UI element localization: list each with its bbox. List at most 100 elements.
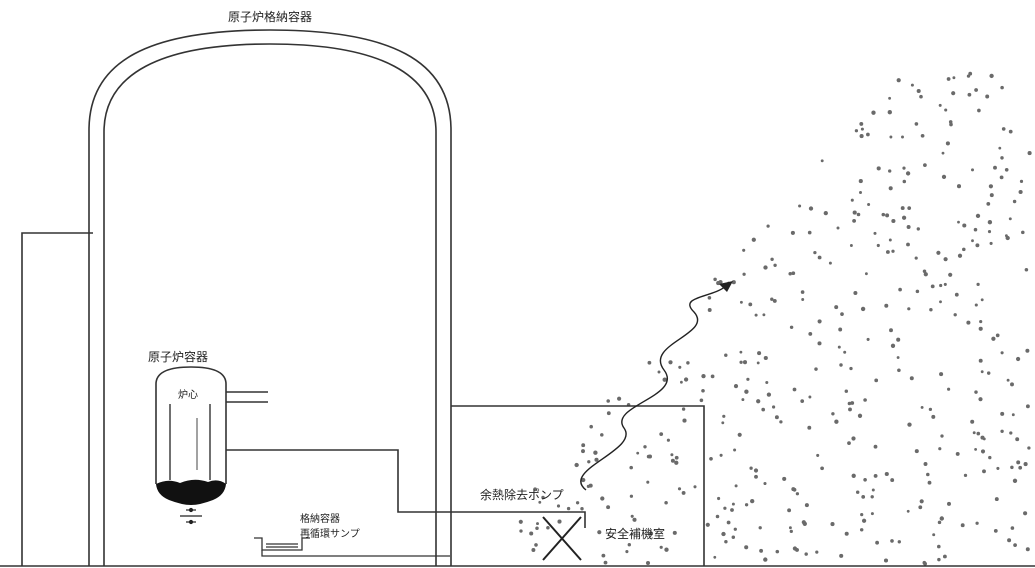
radioactive-particle <box>888 96 892 100</box>
radioactive-particle <box>834 419 839 424</box>
containment-inner-wall <box>103 43 437 566</box>
radioactive-particle <box>985 94 990 99</box>
radioactive-particle <box>763 557 768 562</box>
radioactive-particle <box>863 478 867 482</box>
residual-heat-removal-pump-label: 余熱除去ポンプ <box>480 487 564 502</box>
radioactive-particle <box>731 280 736 285</box>
radioactive-particle <box>954 292 959 297</box>
radioactive-particle <box>972 431 976 435</box>
radioactive-particle <box>916 227 920 231</box>
radioactive-particle <box>849 366 853 371</box>
radioactive-particle <box>538 500 542 504</box>
radioactive-particle <box>600 433 604 437</box>
radioactive-particle <box>1019 179 1024 183</box>
radioactive-particle <box>731 502 735 506</box>
radioactive-particle <box>852 218 857 223</box>
radioactive-particle <box>966 320 971 325</box>
radioactive-particle <box>993 529 998 533</box>
radioactive-particle <box>897 368 901 373</box>
radioactive-particle <box>907 307 911 311</box>
radioactive-particle <box>968 71 973 76</box>
radioactive-particle <box>705 522 710 527</box>
radioactive-particle <box>664 547 669 552</box>
radioactive-particle <box>724 353 728 357</box>
radioactive-particle <box>804 552 808 556</box>
radioactive-particle <box>742 272 746 276</box>
radioactive-particle <box>926 472 930 477</box>
radioactive-particle <box>970 419 975 424</box>
radioactive-particle <box>941 174 947 180</box>
radioactive-particle <box>861 518 867 523</box>
radioactive-particle <box>666 438 670 442</box>
radioactive-particle <box>801 520 806 525</box>
radioactive-particle <box>724 539 728 544</box>
reactor-vessel <box>155 366 268 525</box>
radioactive-particle <box>630 514 634 518</box>
radioactive-particle <box>994 497 999 502</box>
radioactive-particle <box>907 422 912 427</box>
radioactive-particle <box>942 554 947 559</box>
radioactive-particle <box>770 297 774 301</box>
radioactive-particle <box>726 520 731 525</box>
radioactive-particle <box>820 466 824 471</box>
radioactive-particle <box>529 531 534 536</box>
radioactive-particle <box>772 298 777 303</box>
radioactive-particle <box>718 279 723 285</box>
radioactive-particle <box>754 474 758 479</box>
radioactive-particle <box>867 202 871 207</box>
radioactive-particle <box>914 449 919 454</box>
radioactive-particle <box>792 487 797 492</box>
radioactive-particle <box>581 477 586 483</box>
radioactive-particle <box>853 291 858 295</box>
radioactive-particle <box>986 202 991 206</box>
radioactive-particle <box>859 191 862 194</box>
radioactive-particle <box>914 122 919 126</box>
radioactive-particle <box>593 450 598 455</box>
radioactive-particle <box>980 449 986 454</box>
radioactive-particle <box>874 378 879 383</box>
radioactive-particle <box>737 432 742 437</box>
radioactive-particle <box>733 527 737 531</box>
radioactive-particle <box>1018 465 1023 470</box>
radioactive-particle <box>594 457 599 462</box>
radioactive-particle <box>870 512 874 516</box>
radioactive-particle <box>519 529 523 533</box>
radioactive-particle <box>606 399 610 403</box>
radioactive-particle <box>988 184 994 189</box>
radioactive-particle <box>938 447 942 451</box>
radioactive-particle <box>1010 465 1014 470</box>
radioactive-particle <box>713 555 717 559</box>
radioactive-particle <box>765 380 769 385</box>
radioactive-particle <box>758 526 762 530</box>
radioactive-particle <box>645 560 651 566</box>
radioactive-particle <box>861 495 866 499</box>
radioactive-particle <box>566 506 571 511</box>
radioactive-particle <box>1004 167 1009 172</box>
radioactive-particle <box>800 290 805 294</box>
radioactive-particle <box>979 320 983 324</box>
radioactive-particle <box>949 122 953 127</box>
radioactive-particle <box>980 370 984 374</box>
radioactive-particle <box>847 441 851 445</box>
containment-vessel <box>88 29 452 566</box>
radioactive-particle <box>937 520 942 525</box>
radioactive-particle <box>955 451 960 456</box>
radioactive-particle <box>657 370 661 374</box>
radioactive-particle <box>839 553 844 558</box>
radioactive-particle <box>837 345 841 349</box>
radioactive-particle <box>929 307 933 312</box>
radioactive-particle <box>844 389 849 393</box>
radioactive-particle <box>932 533 936 537</box>
radioactive-particle <box>757 351 762 356</box>
radioactive-particle <box>668 360 673 365</box>
radioactive-particle <box>820 159 824 163</box>
radioactive-particle <box>939 372 944 377</box>
radioactive-particle <box>971 239 974 243</box>
core-label: 炉心 <box>178 389 198 401</box>
radioactive-particle <box>973 227 978 232</box>
radioactive-particle <box>674 455 679 460</box>
radioactive-particle <box>787 508 792 513</box>
radioactive-particle <box>907 206 912 210</box>
radioactive-particle <box>753 468 759 473</box>
radioactive-particle <box>897 540 901 544</box>
